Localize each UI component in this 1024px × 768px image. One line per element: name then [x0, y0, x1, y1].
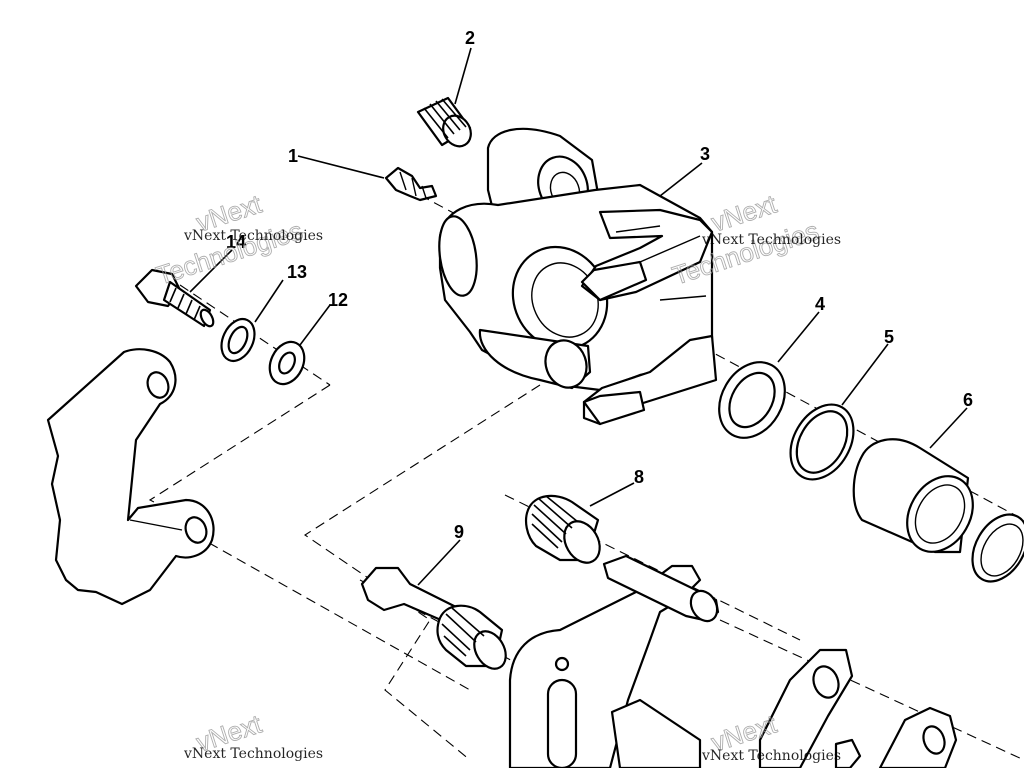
part-4-seal: [718, 361, 786, 439]
part-13-lock-washer: [220, 317, 256, 363]
callout-numbers: 1 2 3 4 5 6 8 9 12 13 14: [226, 28, 973, 542]
callout-6: 6: [963, 390, 973, 410]
callout-3: 3: [700, 144, 710, 164]
part-2-bleeder-screw: [416, 96, 472, 148]
part-5-boot-ring: [789, 403, 855, 481]
watermark-line: vNext Technologies: [701, 748, 841, 764]
callout-14: 14: [226, 232, 246, 252]
part-14-bolt: [134, 268, 215, 328]
caliper-bracket: [508, 554, 720, 768]
callout-2: 2: [465, 28, 475, 48]
part-6-piston: [852, 438, 974, 554]
part-1-fitting: [384, 166, 438, 202]
callout-5: 5: [884, 327, 894, 347]
part-8-sleeve: [525, 494, 601, 564]
watermark-line: vNext Technologies: [701, 232, 841, 248]
callout-13: 13: [287, 262, 307, 282]
lower-right-hardware: [758, 648, 958, 768]
callout-4: 4: [815, 294, 825, 314]
mounting-bracket-plate: [46, 348, 215, 606]
watermark-line: vNext Technologies: [183, 228, 323, 244]
callout-1: 1: [288, 146, 298, 166]
watermark-line: vNext Technologies: [183, 746, 323, 762]
leader-lines: [189, 47, 968, 586]
part-3-caliper-body: [438, 127, 718, 426]
callout-12: 12: [328, 290, 348, 310]
part-9-slide-pin: [360, 566, 507, 670]
callout-8: 8: [634, 467, 644, 487]
part-12-flat-washer: [268, 340, 306, 386]
part-7-cap: [971, 513, 1024, 583]
callout-9: 9: [454, 522, 464, 542]
watermarks: vNext Technologies vNext Technologies vN…: [152, 188, 841, 764]
